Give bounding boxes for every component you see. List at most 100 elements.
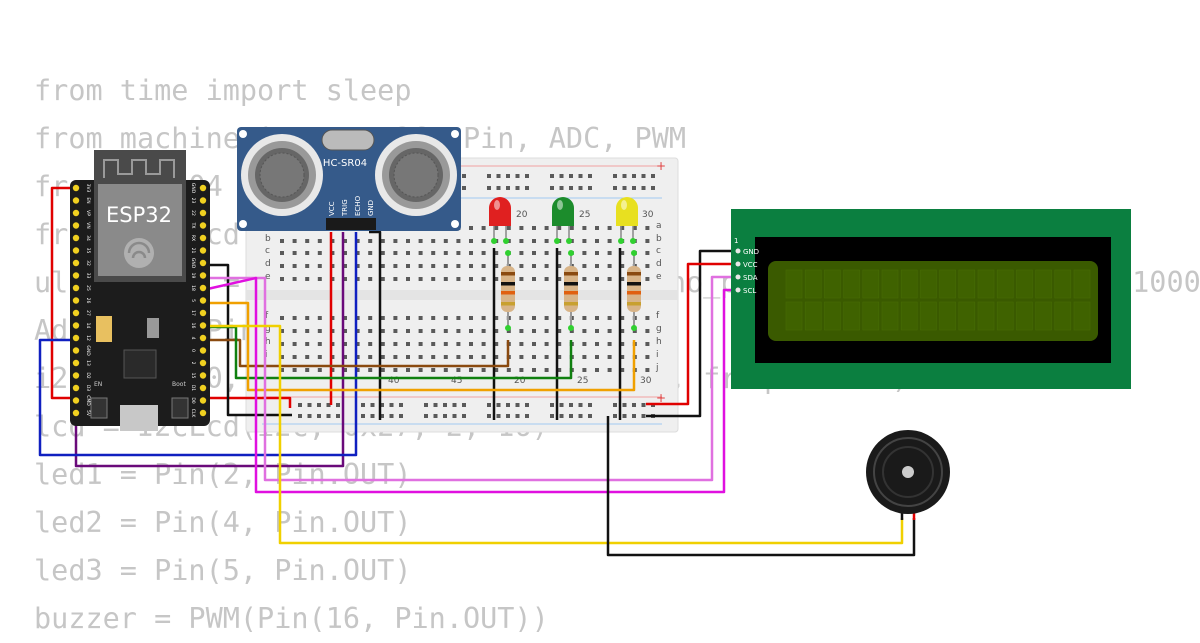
lcd-display: 1 GND VCC SDA SCL: [731, 209, 1131, 389]
breadboard-hole: [496, 414, 501, 418]
breadboard-hole: [582, 226, 587, 230]
resistor: [564, 250, 578, 331]
breadboard-hole: [393, 355, 398, 359]
breadboard-hole: [418, 368, 423, 372]
breadboard-hole: [355, 277, 360, 281]
breadboard-hole: [280, 368, 284, 372]
breadboard-hole: [393, 329, 398, 333]
boot-button[interactable]: [171, 397, 189, 419]
breadboard-hole: [622, 174, 627, 178]
antenna-trace-icon: [103, 159, 175, 178]
breadboard-hole: [361, 414, 365, 418]
lcd-cell: [939, 301, 956, 331]
breadboard-hole: [452, 403, 457, 407]
breadboard-hole: [343, 355, 347, 359]
row-label-a: a: [656, 221, 662, 231]
breadboard-hole: [355, 316, 360, 320]
breadboard-hole: [326, 414, 331, 418]
breadboard-hole: [298, 414, 302, 418]
green-led: [552, 197, 574, 244]
breadboard-hole: [532, 251, 536, 255]
breadboard-hole: [607, 329, 612, 333]
breadboard-hole: [330, 342, 335, 346]
lcd-cell: [862, 269, 880, 299]
breadboard-hole: [506, 414, 510, 418]
esp32-pin-right: [199, 359, 207, 367]
breadboard-hole: [305, 251, 310, 255]
breadboard-hole: [280, 342, 284, 346]
lcd-cell: [824, 301, 841, 331]
breadboard-hole: [280, 355, 284, 359]
esp32-pin-left: [72, 384, 80, 392]
breadboard-hole: [595, 277, 599, 281]
breadboard-hole: [393, 342, 398, 346]
mounting-hole: [239, 130, 247, 138]
lcd-cell: [977, 269, 995, 299]
breadboard-hole: [544, 264, 549, 268]
breadboard-hole: [557, 355, 562, 359]
breadboard-hole: [355, 264, 360, 268]
lcd-cell: [843, 269, 860, 299]
breadboard-hole: [632, 226, 637, 230]
breadboard-hole: [370, 403, 375, 407]
breadboard-hole: [469, 239, 473, 243]
lcd-pin-dot: [735, 274, 741, 280]
breadboard-hole: [632, 414, 636, 418]
esp32-pin-label: 35: [85, 248, 91, 254]
breadboard-hole: [443, 403, 447, 407]
breadboard-hole: [456, 342, 461, 346]
breadboard-hole: [317, 342, 322, 346]
breadboard-hole: [544, 226, 549, 230]
column-label-25: 25: [579, 210, 590, 220]
circuit-diagram: + + b c d e a b c d e f g h i f g h i j …: [38, 127, 1131, 557]
breadboard-hole: [368, 239, 373, 243]
esp32-pin-label: 15: [190, 373, 196, 379]
breadboard-hole: [632, 329, 637, 333]
breadboard-hole: [559, 174, 564, 178]
breadboard-hole: [431, 329, 436, 333]
esp32-pin-right: [199, 284, 207, 292]
lcd-pin-number: 1: [734, 237, 738, 245]
breadboard-hole: [645, 277, 650, 281]
breadboard-hole: [481, 368, 486, 372]
wire-led1-signal: [203, 338, 510, 368]
breadboard-hole: [462, 186, 466, 190]
breadboard-hole: [525, 403, 529, 407]
breadboard-hole: [343, 277, 347, 281]
breadboard-hole: [406, 368, 410, 372]
breadboard-hole: [578, 174, 583, 178]
column-label-30: 30: [642, 210, 654, 220]
esp32-pin-label: D3: [85, 385, 91, 391]
breadboard-hole: [305, 316, 310, 320]
lcd-pin-scl: SCL: [743, 287, 756, 295]
lcd-pin-gnd: GND: [743, 248, 759, 256]
breadboard-hole: [506, 186, 510, 190]
breadboard-hole: [418, 251, 423, 255]
breadboard-hole: [481, 342, 486, 346]
breadboard-hole: [595, 329, 599, 333]
en-button[interactable]: [90, 397, 108, 419]
breadboard-hole: [544, 316, 549, 320]
breadboard-hole: [515, 186, 520, 190]
row-label-f: f: [265, 311, 269, 321]
lcd-cell: [1054, 301, 1072, 331]
breadboard-hole: [544, 329, 549, 333]
code-line: led1 = Pin(2, Pin.OUT): [34, 458, 412, 491]
breadboard-hole: [620, 226, 625, 230]
breadboard-hole: [389, 414, 394, 418]
esp32-pin-label: 23: [190, 198, 196, 204]
wire-lcd-gnd: [646, 249, 737, 418]
breadboard-hole: [506, 368, 511, 372]
wire-lcd-vcc: [646, 262, 737, 406]
breadboard-hole: [620, 277, 625, 281]
breadboard-hole: [582, 239, 587, 243]
breadboard-hole: [620, 329, 625, 333]
breadboard-hole: [569, 414, 573, 418]
breadboard-hole: [406, 264, 410, 268]
breadboard-hole: [380, 329, 385, 333]
breadboard-hole: [519, 226, 524, 230]
esp32-pin-label: 33: [85, 273, 91, 279]
esp32-capacitor: [96, 316, 112, 342]
breadboard-hole: [481, 329, 486, 333]
breadboard-hole: [443, 329, 448, 333]
